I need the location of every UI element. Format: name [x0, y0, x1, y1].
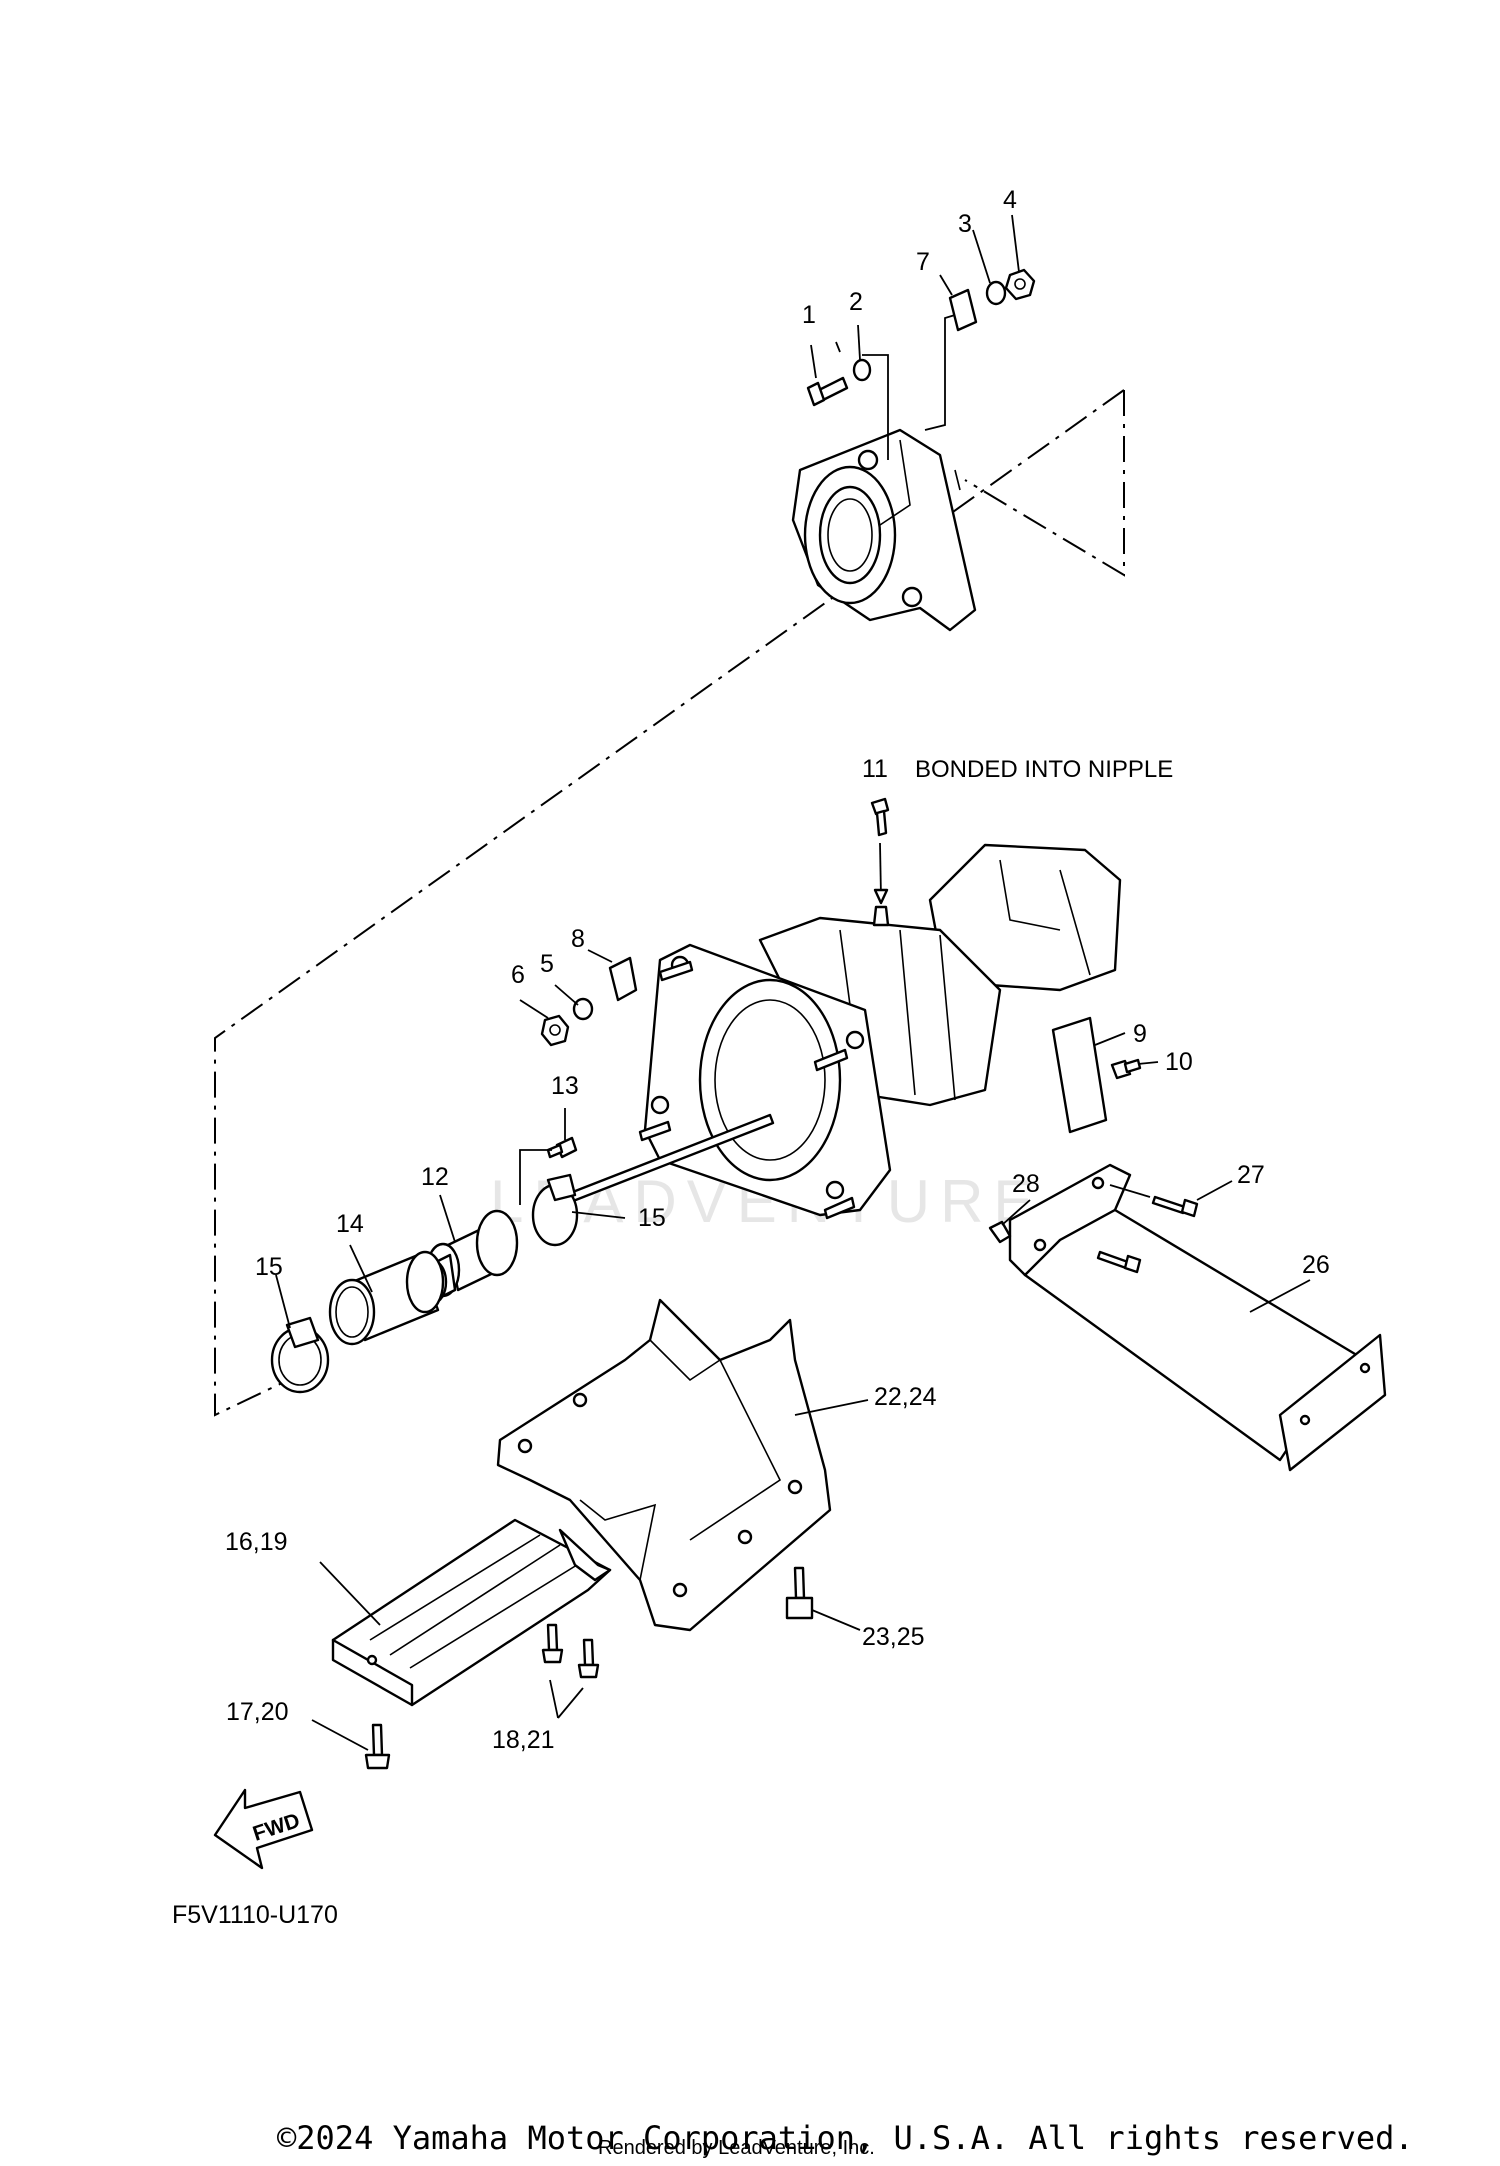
bearing-housing [791, 428, 977, 632]
callout-13: 13 [551, 1072, 579, 1100]
callout-4: 4 [1003, 186, 1017, 214]
callout-15-left: 15 [255, 1253, 283, 1281]
fwd-arrow: FWD [213, 1788, 314, 1870]
callout-7: 7 [916, 248, 930, 276]
grill-16-19 [331, 1518, 612, 1707]
callout-11: 11 [862, 755, 888, 783]
leader-lines [275, 214, 1311, 1751]
callout-26: 26 [1302, 1251, 1330, 1279]
block-9 [1051, 1016, 1108, 1134]
assembly-line-top [835, 314, 956, 460]
assembly-line-27 [1109, 1184, 1151, 1198]
callout-23-25: 23,25 [862, 1623, 925, 1651]
bolt-10 [1110, 1058, 1142, 1080]
copyright-notice: ©2024 Yamaha Motor Corporation, U.S.A. A… [277, 2119, 1414, 2157]
assembly-line-13 [519, 1149, 552, 1205]
plate-7 [948, 288, 978, 332]
bolt-23-25 [785, 1566, 814, 1620]
callout-28: 28 [1012, 1170, 1040, 1198]
intake-grate-22-24 [496, 1298, 832, 1632]
nut-4 [1004, 268, 1036, 301]
washer-2 [852, 358, 872, 382]
callout-6: 6 [511, 961, 525, 989]
guard-plate-26 [1008, 1163, 1387, 1472]
nut-4-hole [1014, 278, 1026, 290]
callout-14: 14 [336, 1210, 364, 1238]
clip-28 [988, 1220, 1012, 1244]
note-bonded-into-nipple: BONDED INTO NIPPLE [915, 756, 1173, 783]
callout-15-right: 15 [638, 1204, 666, 1232]
callout-10: 10 [1165, 1048, 1193, 1076]
screw-11 [870, 797, 890, 905]
callout-9: 9 [1133, 1020, 1147, 1048]
screw-18-21 [541, 1623, 600, 1679]
callout-22-24: 22,24 [874, 1383, 937, 1411]
nut-6-hole [549, 1024, 561, 1036]
screw-13 [546, 1136, 578, 1159]
callout-5: 5 [540, 950, 554, 978]
callout-27: 27 [1237, 1161, 1265, 1189]
clamp-15-right [531, 1173, 579, 1247]
callout-8: 8 [571, 925, 585, 953]
hose-14 [328, 1250, 445, 1346]
callout-2: 2 [849, 288, 863, 316]
bracket-8 [608, 956, 638, 1002]
callout-18-21: 18,21 [492, 1726, 555, 1754]
callout-12: 12 [421, 1163, 449, 1191]
clamp-15-left [270, 1316, 330, 1394]
bolt-27 [1096, 1195, 1199, 1274]
callout-17-20: 17,20 [226, 1698, 289, 1726]
washer-3 [985, 280, 1007, 306]
callout-1: 1 [802, 301, 816, 329]
washer-5 [572, 997, 594, 1021]
group-outline [214, 389, 1125, 1417]
callout-3: 3 [958, 210, 972, 238]
bolt-1 [806, 376, 849, 407]
callout-16-19: 16,19 [225, 1528, 288, 1556]
diagram-code: F5V1110-U170 [172, 1901, 338, 1929]
rendered-by: Rendered by LeadVenture, Inc. [598, 2137, 875, 2159]
nut-6 [540, 1014, 570, 1047]
screw-17-20 [364, 1723, 391, 1770]
